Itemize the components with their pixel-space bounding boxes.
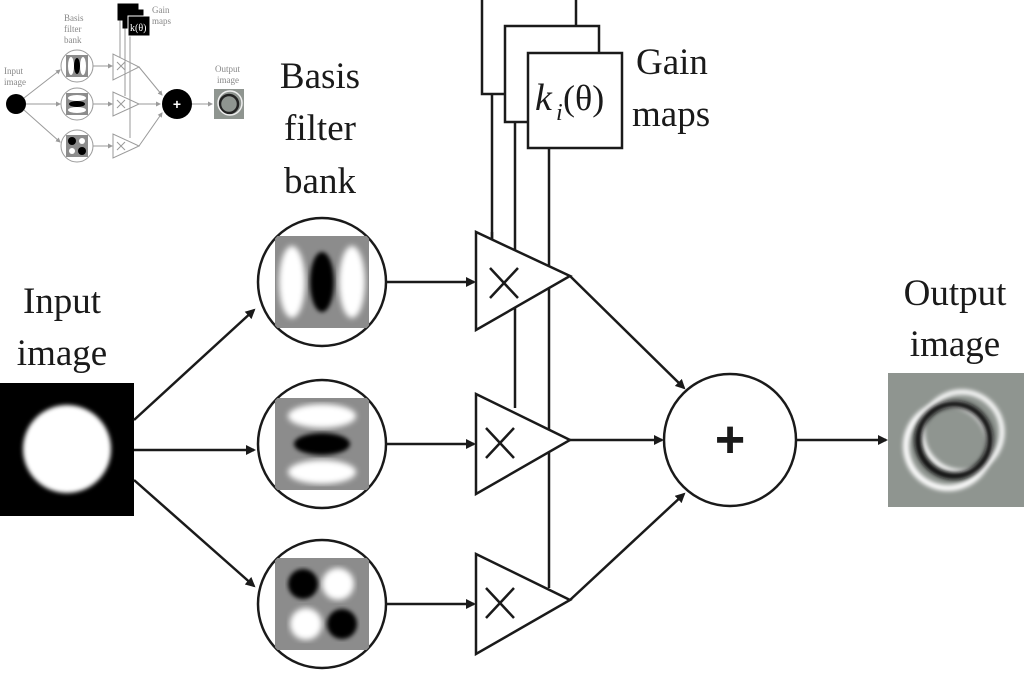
thumb-basis-filter-3	[60, 129, 94, 163]
arrow-mult-1-to-sum	[569, 275, 686, 390]
basis-filter-diagonal	[256, 538, 388, 670]
thumb-sum-node	[162, 89, 192, 119]
thumb-output-label-1: Output	[215, 64, 241, 74]
thumb-input-label-2: image	[4, 77, 26, 87]
multiplier-1	[474, 230, 573, 333]
input-label-line-1: Input	[23, 281, 102, 322]
arrow-mult-3-to-sum	[569, 492, 686, 601]
sum-node: +	[662, 372, 798, 508]
thumb-output-label-2: image	[217, 75, 239, 85]
thumb-input-image	[6, 94, 26, 114]
basis-filter-horizontal	[256, 378, 388, 510]
gain-symbol-k: k	[535, 77, 553, 119]
gain-map-front	[526, 51, 624, 150]
thumb-sum-symbol: +	[173, 96, 181, 112]
arrow-input-to-filter-3	[133, 479, 256, 588]
gain-map-stack: k i (θ)	[480, 0, 624, 150]
gain-label-line-1: Gain	[636, 42, 708, 83]
thumb-gain-symbol: k(θ)	[130, 23, 146, 34]
thumb-basis-label-3: bank	[64, 35, 82, 45]
gain-label-line-2: maps	[632, 94, 710, 135]
thumb-gain-label-2: maps	[152, 16, 171, 26]
thumbnail-overview: Input image Basis filter bank	[4, 3, 244, 163]
basis-label-line-3: bank	[284, 161, 356, 202]
arrow-input-to-filter-1	[133, 308, 256, 421]
multiplier-3	[474, 551, 573, 657]
output-label-line-1: Output	[904, 273, 1008, 314]
thumb-basis-filter-1	[60, 49, 94, 83]
output-label-line-2: image	[910, 324, 1000, 365]
sum-symbol: +	[715, 411, 745, 469]
input-label-line-2: image	[17, 333, 107, 374]
gain-symbol-subscript: i	[556, 100, 563, 126]
input-image	[0, 383, 134, 516]
multiplier-2	[474, 391, 573, 497]
thumb-basis-filter-2	[60, 87, 94, 121]
thumb-output-image	[214, 89, 244, 119]
thumb-input-label-1: Input	[4, 66, 23, 76]
thumb-basis-label-2: filter	[64, 24, 82, 34]
thumb-basis-label-1: Basis	[64, 13, 84, 23]
output-image	[888, 373, 1024, 507]
gain-symbol-arg: (θ)	[563, 78, 604, 118]
thumb-gain-label-1: Gain	[152, 5, 170, 15]
basis-filter-vertical	[256, 216, 388, 348]
basis-label-line-1: Basis	[280, 56, 360, 97]
basis-label-line-2: filter	[284, 108, 356, 149]
